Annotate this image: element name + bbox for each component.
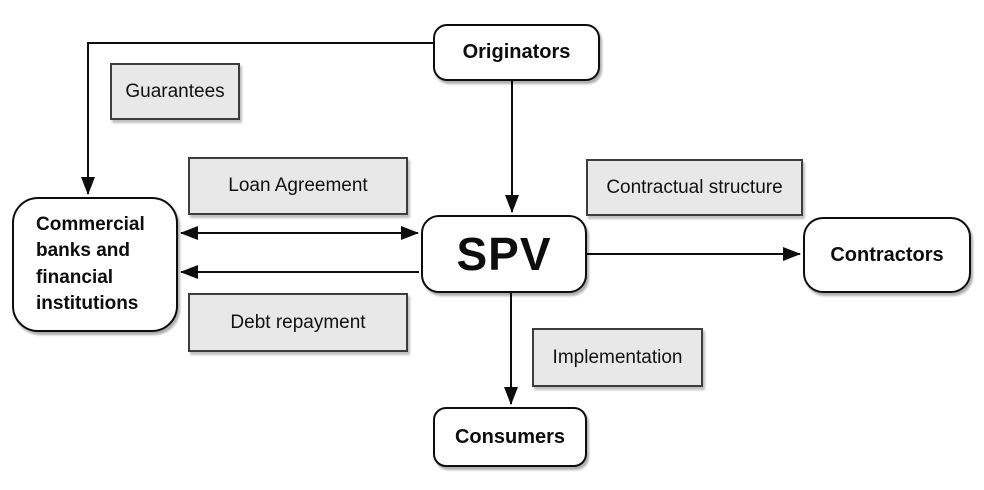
edge-label-contractual-structure: Contractual structure (586, 159, 803, 216)
edge-label-implementation-text: Implementation (552, 346, 683, 368)
node-originators: Originators (433, 24, 600, 81)
edge-label-debt-repayment: Debt repayment (188, 293, 408, 352)
edge-label-debt-repayment-text: Debt repayment (230, 311, 366, 333)
edge-label-loan-agreement-text: Loan Agreement (228, 175, 368, 196)
edge-label-guarantees-text: Guarantees (125, 80, 225, 102)
edge-label-guarantees: Guarantees (110, 63, 240, 120)
node-commercial-banks: Commercial banks and financial instituti… (12, 197, 178, 332)
node-consumers: Consumers (433, 407, 587, 467)
node-originators-label: Originators (462, 41, 571, 63)
node-spv: SPV (421, 215, 587, 293)
edge-label-contractual-structure-text: Contractual structure (606, 176, 783, 198)
node-consumers-label: Consumers (454, 425, 566, 448)
edge-label-loan-agreement: Loan Agreement (188, 157, 408, 215)
node-contractors-label: Contractors (830, 243, 944, 266)
node-spv-label: SPV (456, 228, 552, 280)
edge-label-implementation: Implementation (532, 328, 703, 387)
node-commercial-banks-label: Commercial banks and financial instituti… (36, 214, 145, 314)
node-contractors: Contractors (803, 217, 971, 293)
arrow-guarantees (81, 42, 433, 195)
